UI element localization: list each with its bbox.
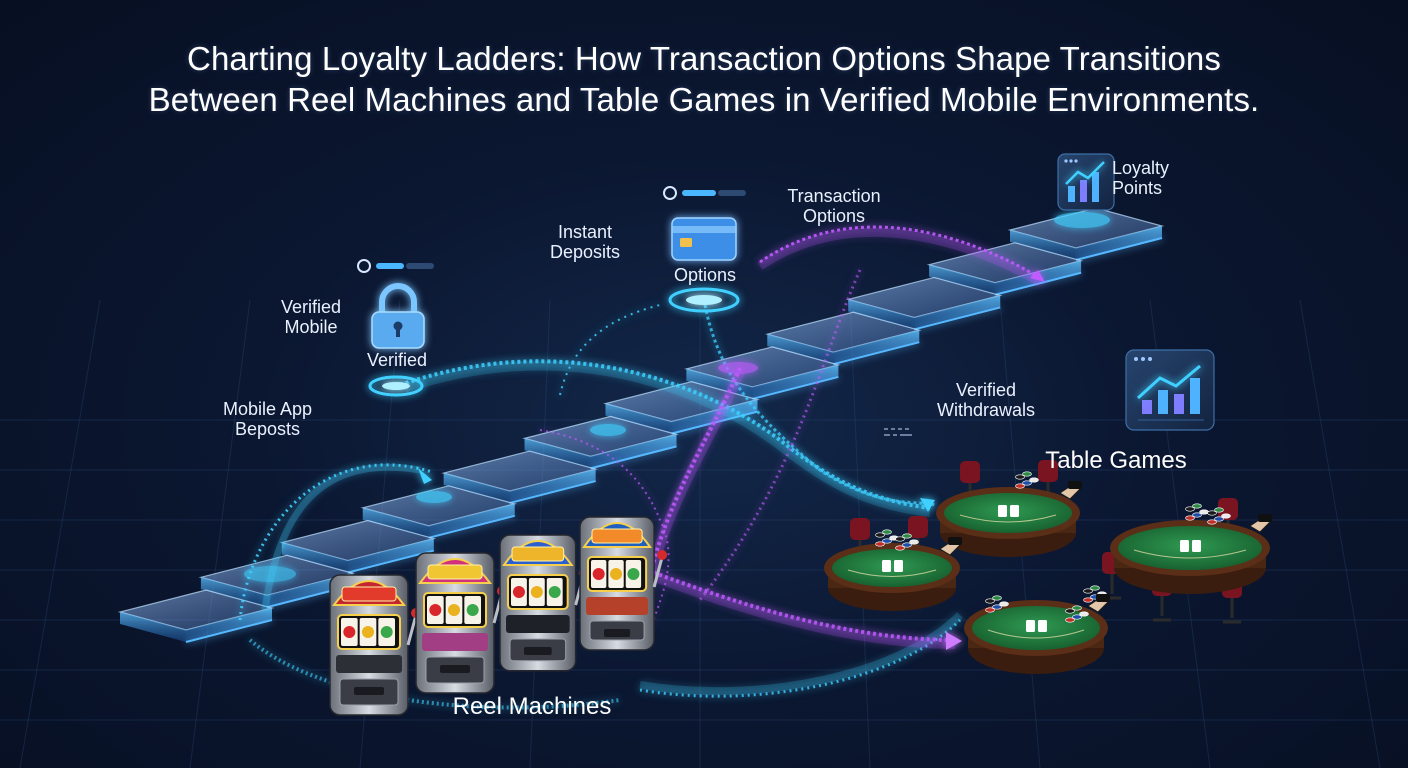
poker-table-icon xyxy=(936,460,1082,557)
label-reel-machines: Reel Machines xyxy=(452,693,612,720)
slot-machine-icon xyxy=(499,534,589,672)
user-icon xyxy=(663,186,746,200)
label-table-games: Table Games xyxy=(1045,447,1187,474)
poker-table-icon xyxy=(1102,498,1272,624)
ladder-step xyxy=(764,311,922,366)
poker-table-icon xyxy=(824,516,962,611)
arrow-head-lower-table xyxy=(946,632,962,650)
label-verified-withdrawals: Verified Withdrawals xyxy=(936,380,1036,420)
label-verified: Verified xyxy=(366,350,428,370)
arrow-head-reel xyxy=(418,468,432,484)
label-verified-mobile: Verified Mobile xyxy=(280,297,342,337)
slot-machine-icon xyxy=(579,516,668,651)
flow-instant-deposits xyxy=(559,304,661,396)
ladder-nodes xyxy=(244,212,1110,582)
loyalty-growth-chart-icon xyxy=(1057,153,1115,211)
options-card-group xyxy=(663,186,746,313)
credit-card-icon xyxy=(671,217,737,261)
withdrawals-growth-chart-icon xyxy=(1125,349,1215,431)
label-loyalty-points: Loyalty Points xyxy=(1112,158,1170,198)
title-line-2: Between Reel Machines and Table Games in… xyxy=(148,81,1260,118)
label-instant-deposits: Instant Deposits xyxy=(549,222,621,262)
arrow-head-loyalty xyxy=(1030,270,1045,282)
flow-reel-to-table xyxy=(639,618,962,698)
flow-options-down xyxy=(703,304,936,507)
slot-machine-icon xyxy=(329,574,421,716)
flow-deposits-purple xyxy=(539,429,670,631)
table-games xyxy=(824,460,1272,674)
cyan-flows xyxy=(238,304,963,710)
poker-table-icon xyxy=(964,585,1110,674)
ladder-step xyxy=(522,415,679,470)
title-line-1: Charting Loyalty Ladders: How Transactio… xyxy=(187,40,1221,77)
ladder-step xyxy=(279,519,437,574)
ladder-step xyxy=(684,346,841,400)
ladder-step xyxy=(845,276,1003,331)
reel-machines xyxy=(329,516,668,716)
ladder-step xyxy=(117,589,275,643)
label-transaction-options: Transaction Options xyxy=(787,186,881,226)
label-options: Options xyxy=(673,265,737,285)
page-title: Charting Loyalty Ladders: How Transactio… xyxy=(0,38,1408,120)
slot-machine-icon xyxy=(415,552,507,694)
ladder-step xyxy=(441,450,598,505)
withdrawals-indicator xyxy=(884,428,912,436)
lock-icon xyxy=(371,283,425,349)
arrow-head-withdrawals xyxy=(920,498,935,512)
verified-lock-group xyxy=(357,259,434,397)
user-icon xyxy=(357,259,434,273)
label-mobile-app-deposits: Mobile App Beposts xyxy=(222,399,313,439)
ladder-step xyxy=(360,485,518,539)
